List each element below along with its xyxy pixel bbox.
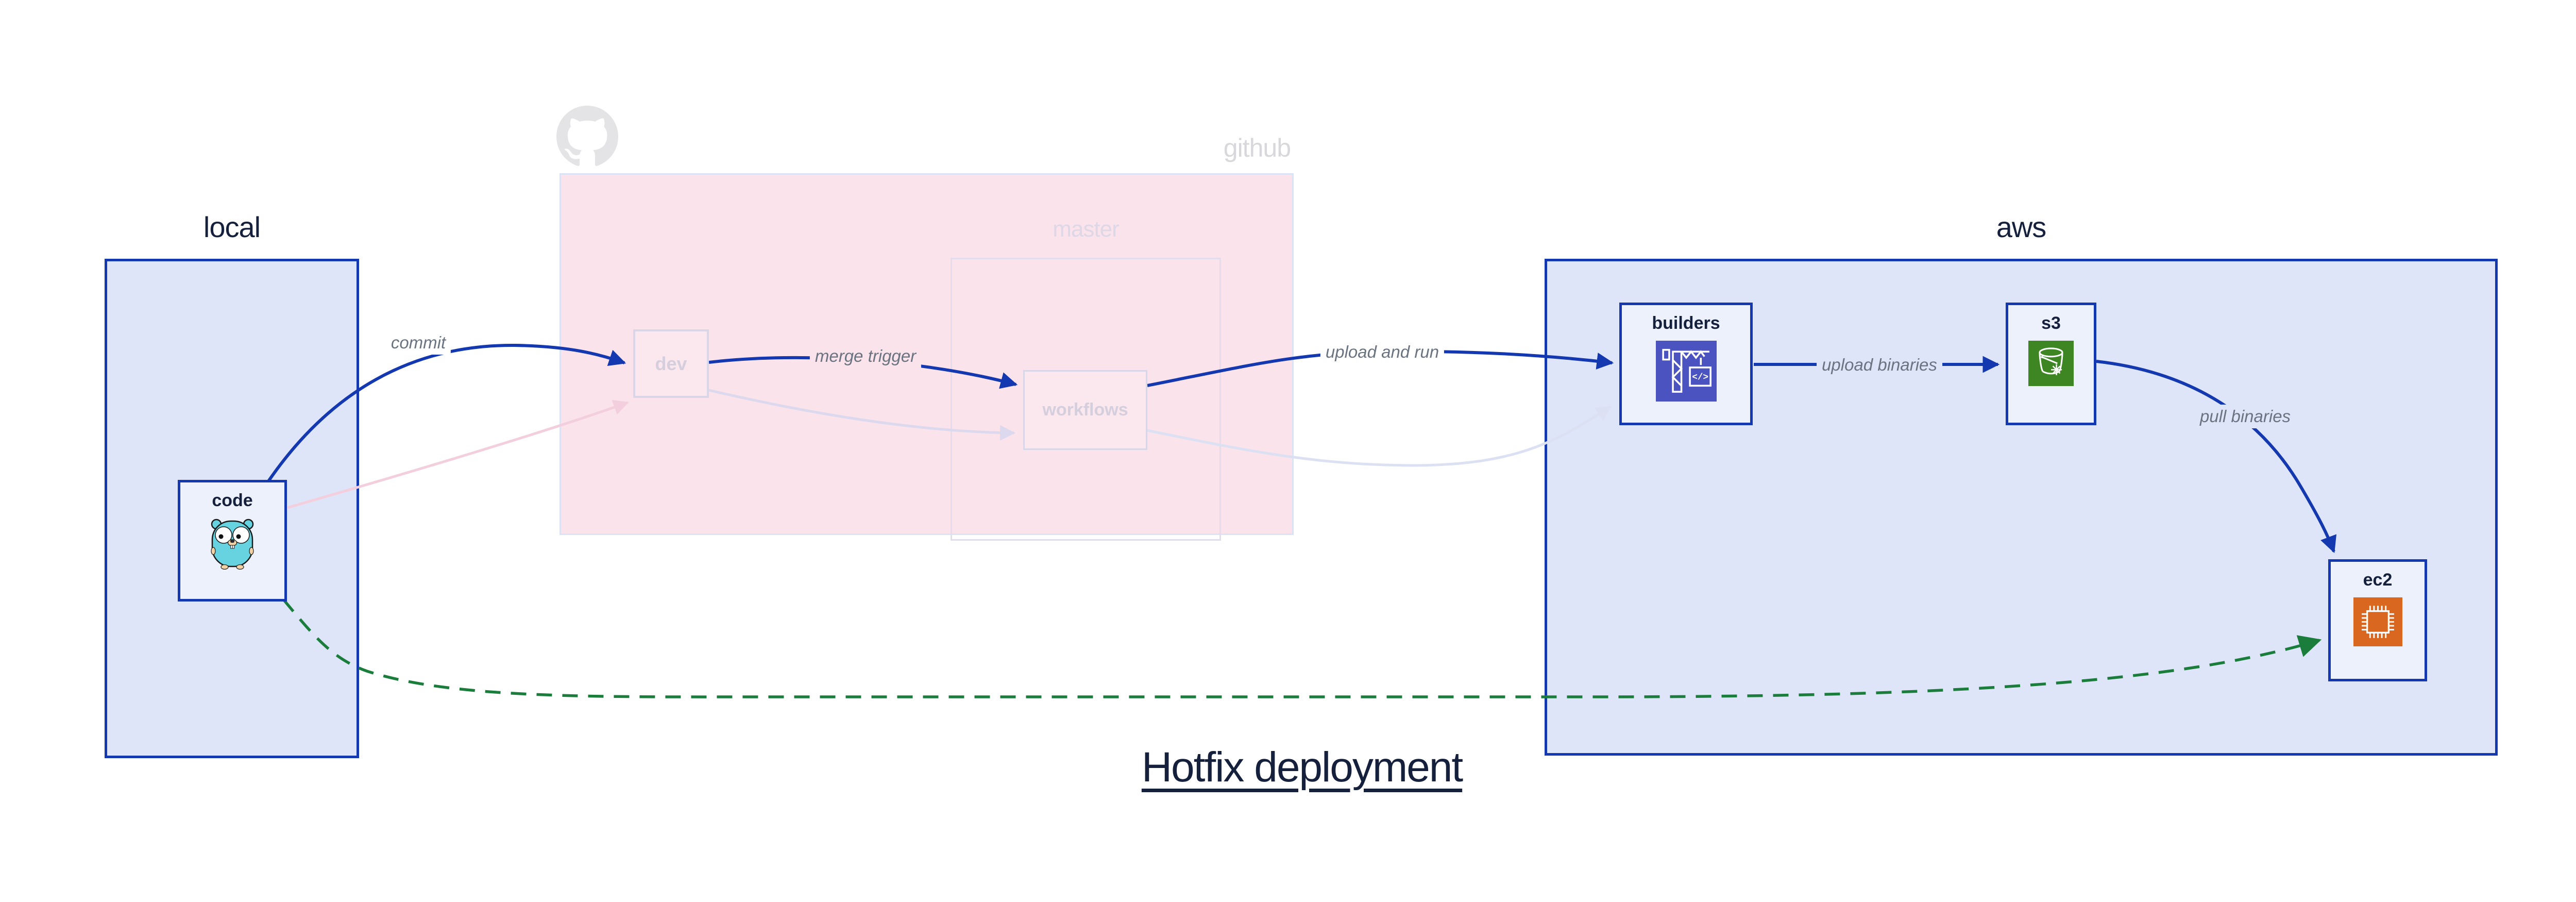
node-dev: dev: [633, 329, 709, 398]
node-workflows: workflows: [1023, 370, 1147, 450]
github-octocat-icon: [556, 106, 618, 166]
codebuild-crane-icon: </>: [1655, 341, 1717, 402]
edge-pull-binaries-label: pull binaries: [2194, 405, 2296, 428]
group-github-label: github: [1223, 133, 1291, 162]
node-builders-label: builders: [1652, 313, 1720, 333]
edge-hotfix-dashed-line: [282, 598, 2322, 698]
edge-upload-binaries-label: upload binaries: [1817, 353, 1942, 377]
edge-merge-trigger-label: merge trigger: [809, 344, 922, 368]
node-code: code: [178, 480, 287, 602]
s3-bucket-icon: [2028, 341, 2074, 386]
node-ec2: ec2: [2328, 559, 2427, 681]
edge-upload-and-run-label: upload and run: [1320, 340, 1445, 364]
group-master: [951, 258, 1221, 541]
node-builders: builders </>: [1619, 303, 1753, 425]
group-aws-label: aws: [1996, 211, 2047, 243]
group-local-label: local: [203, 211, 261, 243]
go-gopher-icon: [211, 519, 254, 570]
node-s3-label: s3: [2041, 313, 2061, 333]
code-brackets-glyph: </>: [1692, 373, 1708, 383]
node-code-label: code: [212, 491, 253, 510]
edge-faded-code-to-dev: [287, 400, 629, 509]
group-master-label: master: [1053, 216, 1119, 242]
node-ec2-label: ec2: [2363, 570, 2393, 590]
node-workflows-label: workflows: [1042, 400, 1128, 420]
ec2-chip-icon: [2353, 597, 2402, 646]
edge-pull-binaries-line: [2096, 360, 2337, 554]
node-dev-label: dev: [655, 353, 687, 374]
diagram-title: Hotfix deployment: [1141, 744, 1463, 791]
edge-commit-line: [266, 343, 626, 483]
node-s3: s3: [2006, 303, 2096, 425]
edge-faded-workflows-to-builders: [1147, 405, 1612, 467]
edge-commit-label: commit: [385, 331, 451, 355]
edge-faded-dev-to-workflows: [708, 389, 1015, 441]
